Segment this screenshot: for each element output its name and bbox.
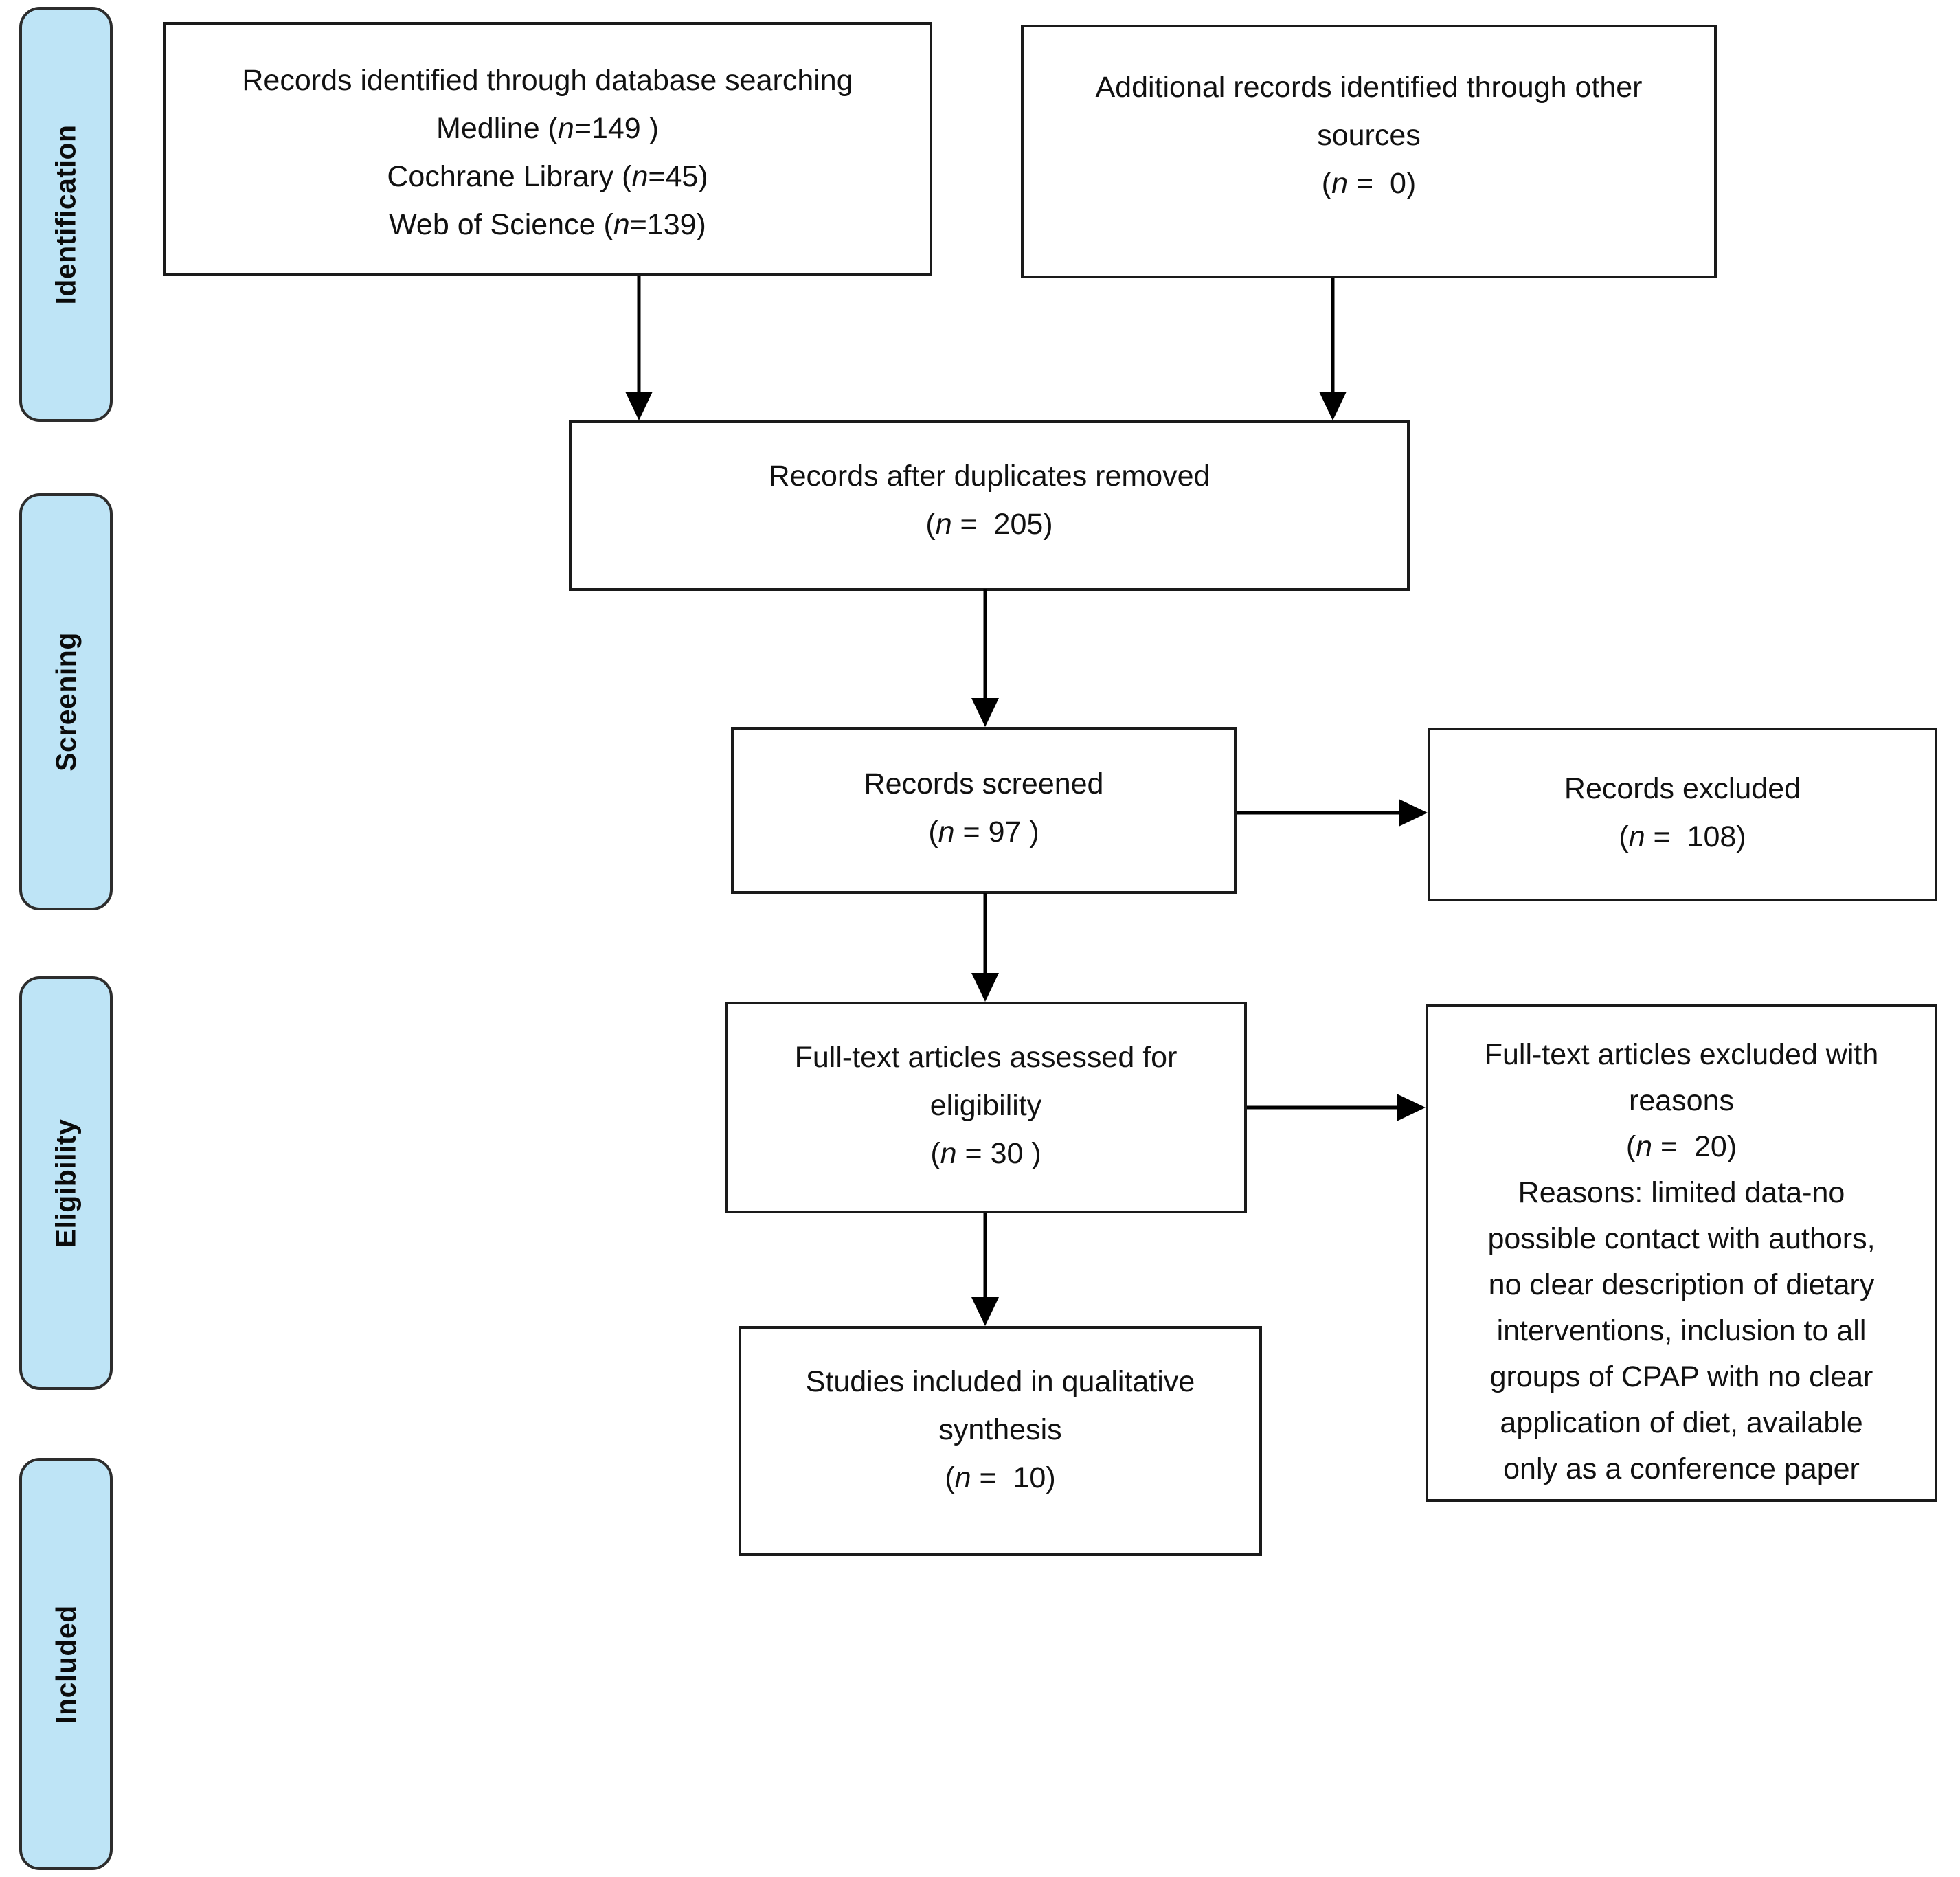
box-text-line: (n = 108): [1619, 820, 1746, 853]
box-text-line: no clear description of dietary: [1488, 1268, 1875, 1301]
box-studies-included-qualitative: Studies included in qualitative synthesi…: [739, 1326, 1262, 1556]
box-text-line: only as a conference paper: [1503, 1452, 1860, 1485]
box-text-line: synthesis: [938, 1413, 1062, 1446]
box-text-line: Full-text articles assessed for: [794, 1041, 1178, 1074]
box-text-line: Cochrane Library (n=45): [387, 160, 708, 193]
arrow-duplicates-to-screened: [971, 589, 999, 727]
box-text-line: eligibility: [930, 1089, 1042, 1122]
box-text-line: Additional records identified through ot…: [1095, 71, 1643, 104]
arrow-screened-to-fulltext: [971, 893, 999, 1002]
box-text-line: (n = 205): [925, 508, 1053, 541]
box-text-line: Records identified through database sear…: [242, 64, 853, 97]
stage-label: Identification: [49, 124, 82, 305]
box-text-line: (n = 0): [1321, 167, 1417, 200]
box-text-line: Records screened: [864, 767, 1104, 800]
arrow-fulltext-to-excluded: [1247, 1094, 1426, 1121]
box-text-line: interventions, inclusion to all: [1496, 1314, 1867, 1347]
stage-label: Screening: [49, 632, 82, 772]
box-records-excluded: Records excluded (n = 108): [1428, 728, 1937, 901]
stage-identification: Identification: [19, 7, 113, 422]
arrow-screened-to-excluded: [1237, 799, 1428, 827]
box-records-screened: Records screened (n = 97 ): [731, 727, 1237, 894]
arrow-other-sources-to-duplicates: [1319, 278, 1347, 420]
box-text-line: Full-text articles excluded with: [1484, 1038, 1879, 1071]
box-text-line: possible contact with authors,: [1487, 1222, 1875, 1255]
box-text-line: (n = 10): [945, 1461, 1056, 1494]
arrow-database-to-duplicates: [625, 276, 653, 420]
box-text-line: Medline (n=149 ): [436, 112, 659, 145]
stage-label: Eligibility: [49, 1119, 82, 1248]
box-text-line: sources: [1317, 119, 1421, 152]
box-fulltext-assessed: Full-text articles assessed for eligibil…: [725, 1002, 1247, 1213]
box-text-line: Records after duplicates removed: [768, 460, 1210, 493]
box-records-identified-database: Records identified through database sear…: [163, 22, 932, 276]
box-records-after-duplicates-removed: Records after duplicates removed (n = 20…: [569, 420, 1410, 591]
box-text-line: Records excluded: [1564, 772, 1801, 805]
box-text-line: (n = 20): [1625, 1130, 1737, 1163]
box-text-line: (n = 30 ): [930, 1137, 1041, 1170]
box-text-line: groups of CPAP with no clear: [1489, 1360, 1873, 1393]
arrow-fulltext-to-included: [971, 1213, 999, 1326]
box-text-line: (n = 97 ): [928, 816, 1039, 848]
box-text-line: reasons: [1629, 1084, 1734, 1117]
box-text-line: Web of Science (n=139): [389, 208, 706, 241]
box-text-line: Reasons: limited data-no: [1518, 1176, 1845, 1209]
box-text-line: Studies included in qualitative: [805, 1365, 1195, 1398]
stage-eligibility: Eligibility: [19, 976, 113, 1390]
stage-label: Included: [49, 1604, 82, 1724]
box-additional-records-other-sources: Additional records identified through ot…: [1021, 25, 1717, 278]
stage-screening: Screening: [19, 493, 113, 910]
stage-included: Included: [19, 1458, 113, 1870]
box-text-line: application of diet, available: [1500, 1406, 1863, 1439]
box-fulltext-excluded-with-reasons: Full-text articles excluded with reasons…: [1426, 1004, 1937, 1502]
